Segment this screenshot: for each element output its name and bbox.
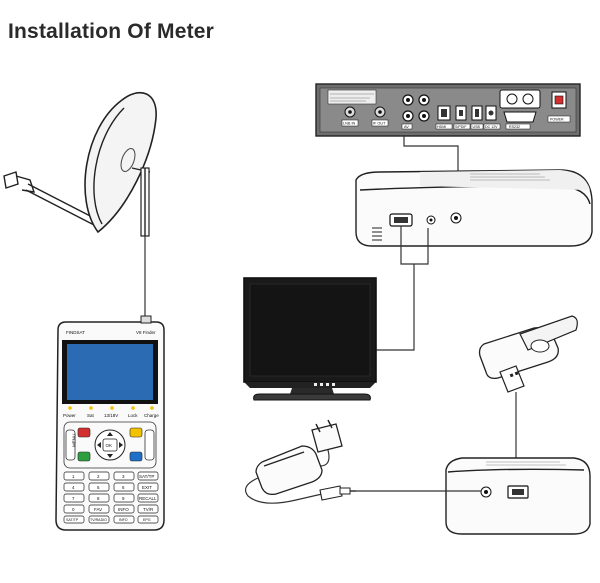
key-label: 0 [72, 507, 75, 512]
led-power [68, 406, 72, 410]
key-label: TV/RADIO [90, 518, 107, 522]
meter-model: V8 Finder [136, 330, 156, 335]
key-label: FAV [94, 507, 102, 512]
indicator-label: Sat [87, 413, 95, 418]
yellow-key[interactable] [129, 427, 143, 438]
port-label: LNB IN [343, 122, 355, 126]
rca-jack [506, 93, 518, 105]
key-fav[interactable] [88, 504, 110, 514]
satellite-dish [3, 91, 157, 234]
rca-jack [522, 93, 534, 105]
rating-label [327, 89, 377, 105]
key-label: INFO [119, 518, 128, 522]
monitor [243, 277, 377, 401]
led-13-18v [110, 406, 114, 410]
meter-brand: FINDSAT [66, 330, 85, 335]
key-tvr[interactable] [137, 504, 159, 514]
satellite-meter: FINDSAT V8 Finder Power Sat 13/18V Lock … [55, 315, 165, 531]
satellite-receiver [355, 169, 593, 247]
port-label: USB [473, 125, 481, 129]
port-label: IF OUT [373, 122, 386, 126]
key-sattp[interactable] [137, 471, 159, 481]
key-label: EPG [143, 518, 151, 522]
key-2[interactable] [88, 471, 110, 481]
led-charge [150, 406, 154, 410]
key-label: 8 [97, 496, 100, 501]
key-label: RECALL [139, 496, 157, 501]
key-label: 6 [122, 485, 125, 490]
key-label: 9 [122, 496, 125, 501]
green-key[interactable] [77, 451, 91, 462]
wall-plug [311, 423, 343, 453]
power-adapter [245, 419, 356, 504]
red-key[interactable] [77, 427, 91, 438]
receiver-rear-panel: LNB IN IF OUT AV HDMI S/PDIF USB DC 12V [315, 83, 581, 137]
key-label: TV/R [143, 507, 154, 512]
arrow-down-icon [107, 454, 113, 458]
key-9[interactable] [113, 493, 135, 503]
led-sat [89, 406, 93, 410]
usb-plug [499, 365, 525, 393]
key-label: 4 [72, 485, 75, 490]
av-cable-to-monitor [376, 264, 415, 351]
indicator-label: Power [63, 413, 76, 418]
indicator-label: Charge [144, 413, 159, 418]
page-title: Installation Of Meter [8, 20, 215, 43]
key-label: SAT/TP [66, 518, 79, 522]
rs232-port [503, 111, 537, 123]
key-recall[interactable] [137, 493, 159, 503]
key-label: 3 [122, 474, 125, 479]
key-label: EXIT [142, 485, 152, 490]
usb-flash-drive [478, 315, 578, 393]
arrow-up-icon [107, 432, 113, 436]
key-7[interactable] [63, 493, 85, 503]
usb-device-box [445, 457, 591, 535]
meter-screen [67, 344, 153, 400]
ok-key[interactable] [102, 438, 118, 452]
key-3[interactable] [113, 471, 135, 481]
key-bottom-2[interactable] [88, 515, 110, 524]
menu-key[interactable] [65, 429, 76, 461]
port-label: S/PDIF [455, 125, 467, 129]
adapter-cable [245, 477, 323, 504]
key-5[interactable] [88, 482, 110, 492]
dish-pole [140, 167, 150, 237]
port-label: POWER [550, 118, 564, 122]
key-exit[interactable] [137, 482, 159, 492]
indicator-label: Lock [128, 413, 138, 418]
key-1[interactable] [63, 471, 85, 481]
key-label: 2 [97, 474, 100, 479]
key-info[interactable] [113, 504, 135, 514]
led-lock [131, 406, 135, 410]
monitor-screen [249, 283, 371, 377]
port-label: AV [404, 125, 409, 129]
indicator-label: 13/18V [104, 413, 118, 418]
key-label: INFO [118, 507, 129, 512]
key-bottom-3[interactable] [113, 515, 135, 524]
key-8[interactable] [88, 493, 110, 503]
key-4[interactable] [63, 482, 85, 492]
blue-key[interactable] [129, 451, 143, 462]
key-6[interactable] [113, 482, 135, 492]
side-key[interactable] [144, 429, 155, 461]
dc-plug [319, 485, 343, 501]
keypad: 1 2 3 SAT/TP 4 5 6 EXIT 7 8 9 RECALL 0 [63, 471, 159, 524]
key-bottom-4[interactable] [137, 515, 159, 524]
arrow-left-icon [97, 442, 101, 448]
key-label: 5 [97, 485, 100, 490]
adapter-body [255, 445, 323, 496]
port-label: RS232 [509, 125, 520, 129]
key-label: 1 [72, 474, 75, 479]
key-bottom-1[interactable] [63, 515, 85, 524]
menu-key-label: MENU [72, 434, 77, 447]
ok-key-label: OK [106, 443, 113, 448]
arrow-right-icon [119, 442, 123, 448]
key-0[interactable] [63, 504, 85, 514]
key-label: 7 [72, 496, 75, 501]
port-label: DC 12V [485, 125, 498, 129]
port-label: HDMI [437, 125, 446, 129]
key-label: SAT/TP [139, 474, 154, 479]
